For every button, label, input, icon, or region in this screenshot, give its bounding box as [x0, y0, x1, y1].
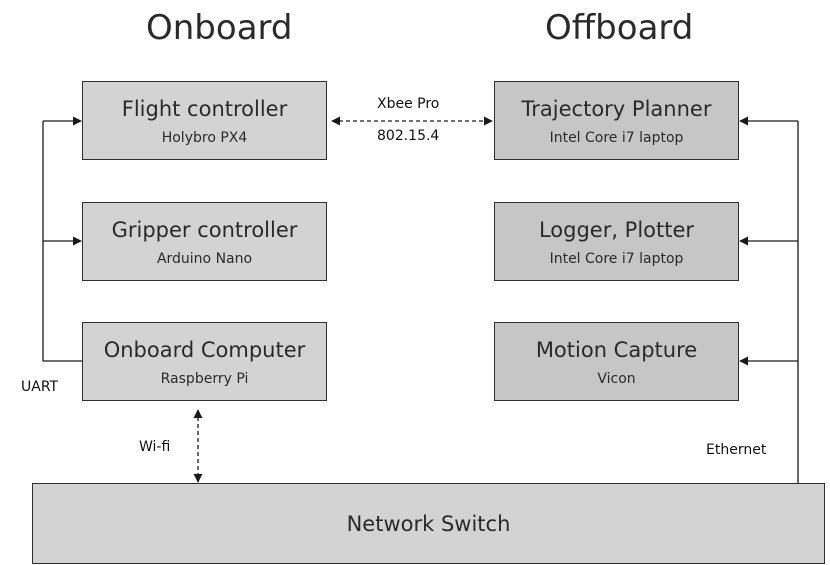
logger-plotter-title: Logger, Plotter	[538, 217, 695, 242]
ethernet-bus	[739, 116, 799, 483]
motion-capture-title: Motion Capture	[535, 337, 698, 362]
flight-controller-title: Flight controller	[121, 96, 288, 121]
motion-capture-box: Motion Capture Vicon	[494, 322, 739, 401]
gripper-controller-box: Gripper controller Arduino Nano	[82, 202, 327, 281]
motion-capture-subtitle: Vicon	[597, 370, 636, 387]
offboard-heading: Offboard	[545, 8, 694, 48]
uart-label: UART	[21, 379, 59, 395]
logger-plotter-subtitle: Intel Core i7 laptop	[549, 250, 684, 267]
gripper-controller-title: Gripper controller	[111, 217, 298, 242]
onboard-computer-title: Onboard Computer	[103, 337, 306, 362]
trajectory-planner-box: Trajectory Planner Intel Core i7 laptop	[494, 81, 739, 160]
flight-controller-subtitle: Holybro PX4	[161, 129, 248, 146]
flight-controller-box: Flight controller Holybro PX4	[82, 81, 327, 160]
logger-plotter-box: Logger, Plotter Intel Core i7 laptop	[494, 202, 739, 281]
network-switch-title: Network Switch	[346, 511, 511, 536]
xbee-name-label: Xbee Pro	[377, 96, 440, 112]
onboard-computer-subtitle: Raspberry Pi	[160, 370, 249, 387]
trajectory-planner-subtitle: Intel Core i7 laptop	[549, 129, 684, 146]
uart-bus	[42, 116, 82, 362]
onboard-computer-box: Onboard Computer Raspberry Pi	[82, 322, 327, 401]
ethernet-label: Ethernet	[706, 442, 767, 458]
xbee-protocol-label: 802.15.4	[377, 128, 440, 144]
onboard-heading: Onboard	[146, 8, 293, 48]
gripper-controller-subtitle: Arduino Nano	[156, 250, 253, 267]
network-switch-box: Network Switch	[32, 483, 825, 564]
wifi-label: Wi-fi	[139, 439, 171, 455]
trajectory-planner-title: Trajectory Planner	[521, 96, 712, 121]
